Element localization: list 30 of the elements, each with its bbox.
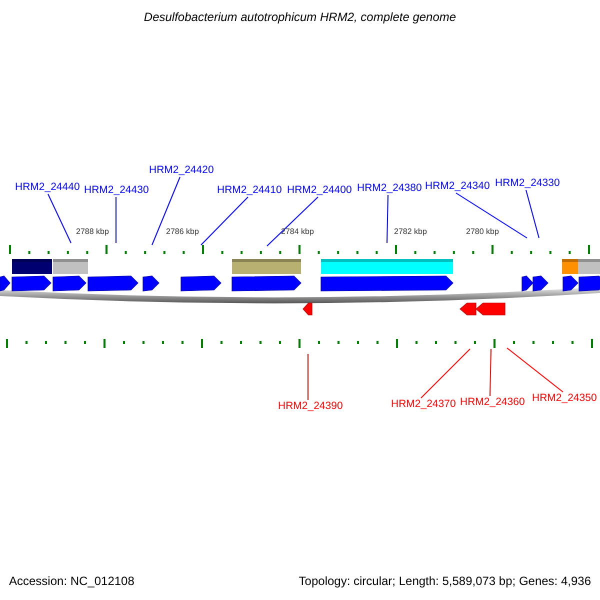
gene-label: HRM2_24330 — [495, 177, 560, 190]
title: Desulfobacterium autotrophicum HRM2, complete genome — [144, 10, 456, 24]
gene-label: HRM2_24440 — [15, 181, 80, 194]
gene-label: HRM2_24400 — [287, 184, 352, 197]
gene-label: HRM2_24360 — [460, 396, 525, 409]
scale-label: 2782 kbp — [394, 227, 427, 237]
scale-label: 2780 kbp — [466, 227, 499, 237]
leader-line — [420, 348, 470, 398]
leader-line — [386, 194, 388, 244]
gene-label: HRM2_24350 — [532, 392, 597, 405]
gene-label: HRM2_24420 — [149, 164, 214, 177]
leader-line — [152, 176, 180, 246]
leader-line — [490, 348, 492, 396]
gene-label: HRM2_24390 — [278, 400, 343, 413]
genome-info-text: Topology: circular; Length: 5,589,073 bp; Genes: 4,936 — [298, 574, 591, 588]
leader-line — [526, 190, 540, 238]
leader-line — [506, 348, 564, 392]
leader-line — [200, 196, 248, 246]
gene-label: HRM2_24370 — [391, 398, 456, 411]
leader-line — [266, 196, 318, 246]
leader-line — [48, 194, 72, 244]
accession-text: Accession: NC_012108 — [9, 574, 134, 588]
gene-label: HRM2_24340 — [425, 180, 490, 193]
gene-label: HRM2_24380 — [357, 182, 422, 195]
leader-line — [456, 192, 528, 238]
scale-label: 2786 kbp — [166, 227, 199, 237]
scale-label: 2788 kbp — [76, 227, 109, 237]
scale-label: 2784 kbp — [281, 227, 314, 237]
gene-label: HRM2_24430 — [84, 184, 149, 197]
gene-label: HRM2_24410 — [217, 184, 282, 197]
